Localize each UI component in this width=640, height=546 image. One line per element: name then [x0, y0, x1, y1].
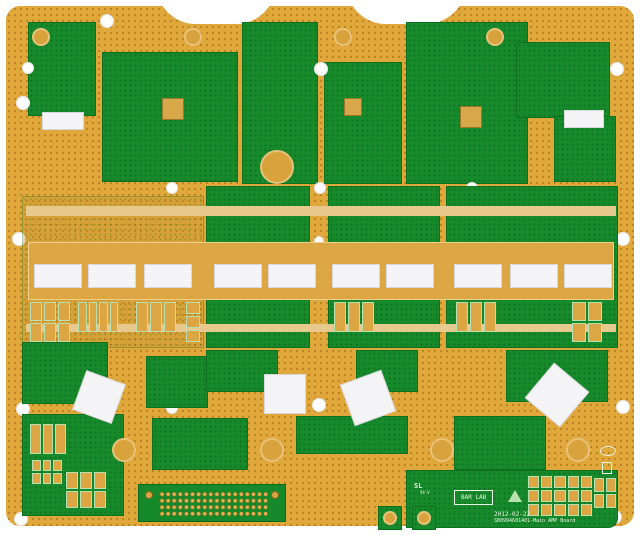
mounting-hole	[314, 236, 324, 246]
esd-warning-icon	[508, 490, 522, 502]
mounting-hole	[616, 232, 630, 246]
sma-pad	[184, 28, 202, 46]
ic-chip	[460, 106, 482, 128]
rf-block	[214, 264, 262, 288]
sma-pad	[32, 28, 50, 46]
mounting-hole	[16, 96, 30, 110]
mounting-hole	[314, 182, 326, 194]
rf-trace	[26, 324, 616, 332]
solder-mask-region	[454, 416, 546, 470]
smd-pad-array	[456, 302, 496, 332]
sma-pad	[383, 511, 397, 525]
smd-pad-array	[572, 302, 602, 342]
rf-block	[144, 264, 192, 288]
solder-mask-region	[296, 416, 408, 454]
rf-block	[332, 264, 380, 288]
sma-pad	[486, 28, 504, 46]
rf-block	[42, 112, 84, 130]
weee-bin-icon	[602, 462, 612, 474]
mounting-hole	[616, 400, 630, 414]
date-label: 2012-02-22	[494, 511, 531, 518]
smd-pad-array	[186, 302, 200, 342]
mounting-hole	[312, 398, 326, 412]
rohs-logo-icon	[600, 446, 616, 456]
solder-mask-region	[146, 356, 208, 408]
mounting-hole	[22, 62, 34, 74]
ground-pad	[260, 150, 294, 184]
solder-mask-region	[324, 62, 402, 184]
sma-pad	[334, 28, 352, 46]
sma-pad	[260, 438, 284, 462]
ul-logo-sub: 94-V	[420, 490, 430, 495]
rf-block-rotated	[264, 374, 306, 414]
smd-pad-array	[30, 424, 66, 454]
connector-pin-array	[159, 491, 269, 517]
ic-chip	[162, 98, 184, 120]
mounting-hole	[314, 62, 328, 76]
smd-pad-array	[32, 460, 62, 484]
part-number-label: SB0994601401-Main AMP Board	[494, 518, 576, 524]
mounting-hole	[100, 14, 114, 28]
lab-label: BAR LAB	[454, 490, 494, 505]
board-notch	[346, 0, 466, 24]
solder-mask-region	[152, 418, 248, 470]
rf-block	[454, 264, 502, 288]
rf-block	[268, 264, 316, 288]
smd-pad-array	[334, 302, 374, 332]
smd-pad-array	[528, 476, 592, 516]
rf-block	[510, 264, 558, 288]
solder-mask-region	[516, 42, 610, 118]
mounting-hole	[610, 62, 624, 76]
mounting-hole	[166, 182, 178, 194]
smd-pad-array	[594, 478, 616, 508]
solder-mask-region	[206, 350, 278, 392]
rf-trace	[26, 206, 616, 216]
ul-logo: SL	[414, 482, 423, 490]
smd-pad-array	[136, 302, 176, 332]
rf-block	[34, 264, 82, 288]
mounting-hole	[16, 402, 30, 416]
smd-pad-array	[30, 302, 70, 342]
rf-block	[564, 110, 604, 128]
smd-pad-array	[66, 472, 106, 508]
board-notch	[156, 0, 276, 24]
board-connector	[138, 484, 286, 522]
rf-block	[88, 264, 136, 288]
sma-pad	[430, 438, 454, 462]
pcb-board: BAR LAB 2012-02-22 SB0994601401-Main AMP…	[6, 0, 634, 530]
sma-pad	[566, 438, 590, 462]
mounting-hole	[12, 232, 26, 246]
rf-block	[564, 264, 612, 288]
sma-pad	[112, 438, 136, 462]
rf-block	[386, 264, 434, 288]
ic-chip	[344, 98, 362, 116]
smd-pad-array	[78, 302, 118, 332]
solder-mask-region	[406, 22, 528, 184]
sma-pad	[417, 511, 431, 525]
